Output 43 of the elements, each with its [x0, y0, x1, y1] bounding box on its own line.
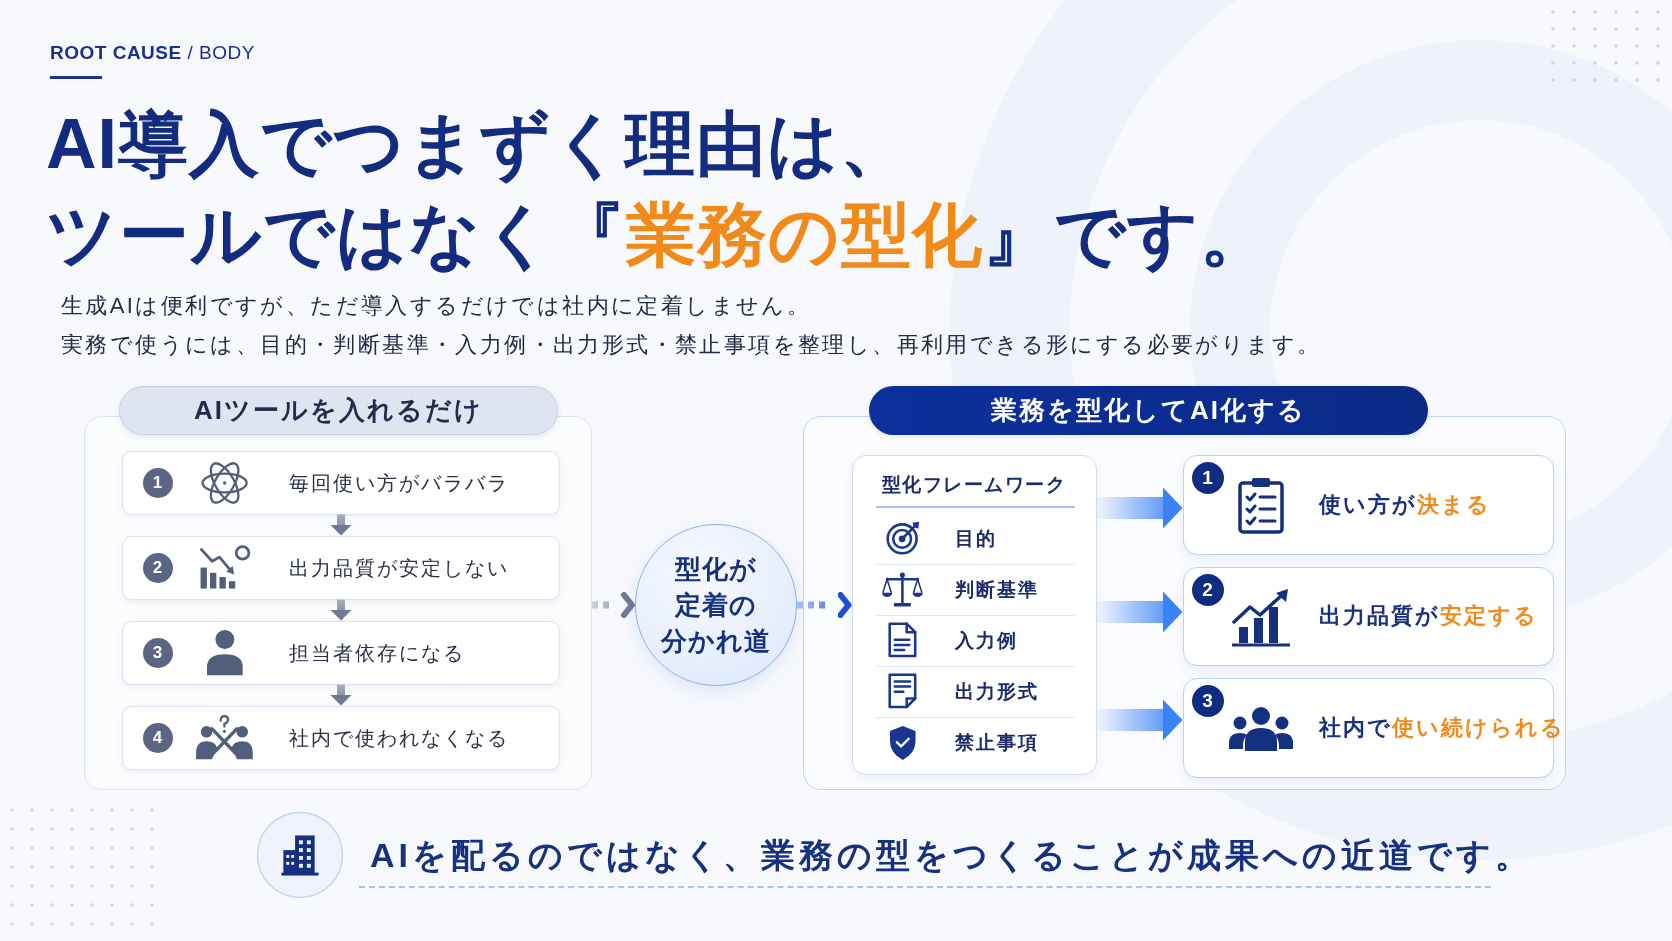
lead-text: 生成AIは便利ですが、ただ導入するだけでは社内に定着しません。: [61, 292, 812, 320]
heading-pill: 業務を型化してAI化する: [869, 386, 1428, 435]
number-badge: 3: [142, 637, 173, 668]
arrow: [1096, 699, 1183, 741]
result-card: [1182, 454, 1554, 555]
framework-item: 入力例: [954, 628, 1018, 653]
arrow: [330, 599, 352, 621]
framework-item: 禁止事項: [954, 730, 1039, 755]
step-card: [121, 705, 560, 770]
number-badge: 3: [1191, 684, 1224, 717]
result-text: 出力品質が安定する: [1318, 602, 1538, 630]
number-badge: 4: [142, 722, 173, 753]
step-card: [121, 450, 560, 515]
lead-text: 実務で使うには、目的・判断基準・入力例・出力形式・禁止事項を整理し、再利用できる形にする必要がります。: [61, 331, 1322, 359]
step-text: 担当者依存になる: [288, 640, 465, 666]
result-card: [1182, 566, 1554, 666]
section-label: ROOT CAUSE / BODY: [50, 41, 255, 65]
step-text: 毎回使い方がバラバラ: [288, 470, 509, 496]
framework-item: 目的: [954, 526, 997, 551]
number-badge: 1: [1191, 461, 1224, 494]
framework-item: 出力形式: [954, 679, 1039, 704]
number-badge: 2: [1191, 573, 1224, 606]
framework-card: [851, 454, 1097, 775]
dotted-arrow: [797, 592, 852, 618]
result-text: 使い方が決まる: [1318, 490, 1491, 519]
heading-pill: AIツールを入れるだけ: [119, 386, 558, 435]
framework-item: 判断基準: [954, 577, 1039, 602]
result-text: 社内で使い続けられる: [1318, 713, 1565, 742]
step-card: [121, 535, 560, 600]
arrow: [330, 684, 352, 706]
arrow: [1096, 487, 1183, 529]
circle-label: 型化が定着の分かれ道: [661, 553, 771, 658]
arrow: [1096, 591, 1183, 633]
title: AI導入でつまずく理由は、ツールではなく『業務の型化』です。: [46, 104, 1271, 276]
key-message: AIを配るのではなく、業務の型をつくることが成果への近道です。: [370, 835, 1533, 875]
number-badge: 2: [142, 552, 173, 583]
card-heading: 型化フレームワーク: [881, 472, 1066, 497]
number-badge: 1: [142, 467, 173, 498]
dotted-arrow: [592, 592, 635, 618]
arrow: [330, 514, 352, 536]
step-card: [121, 620, 560, 685]
step-text: 出力品質が安定しない: [288, 555, 509, 581]
step-text: 社内で使われなくなる: [288, 725, 509, 751]
